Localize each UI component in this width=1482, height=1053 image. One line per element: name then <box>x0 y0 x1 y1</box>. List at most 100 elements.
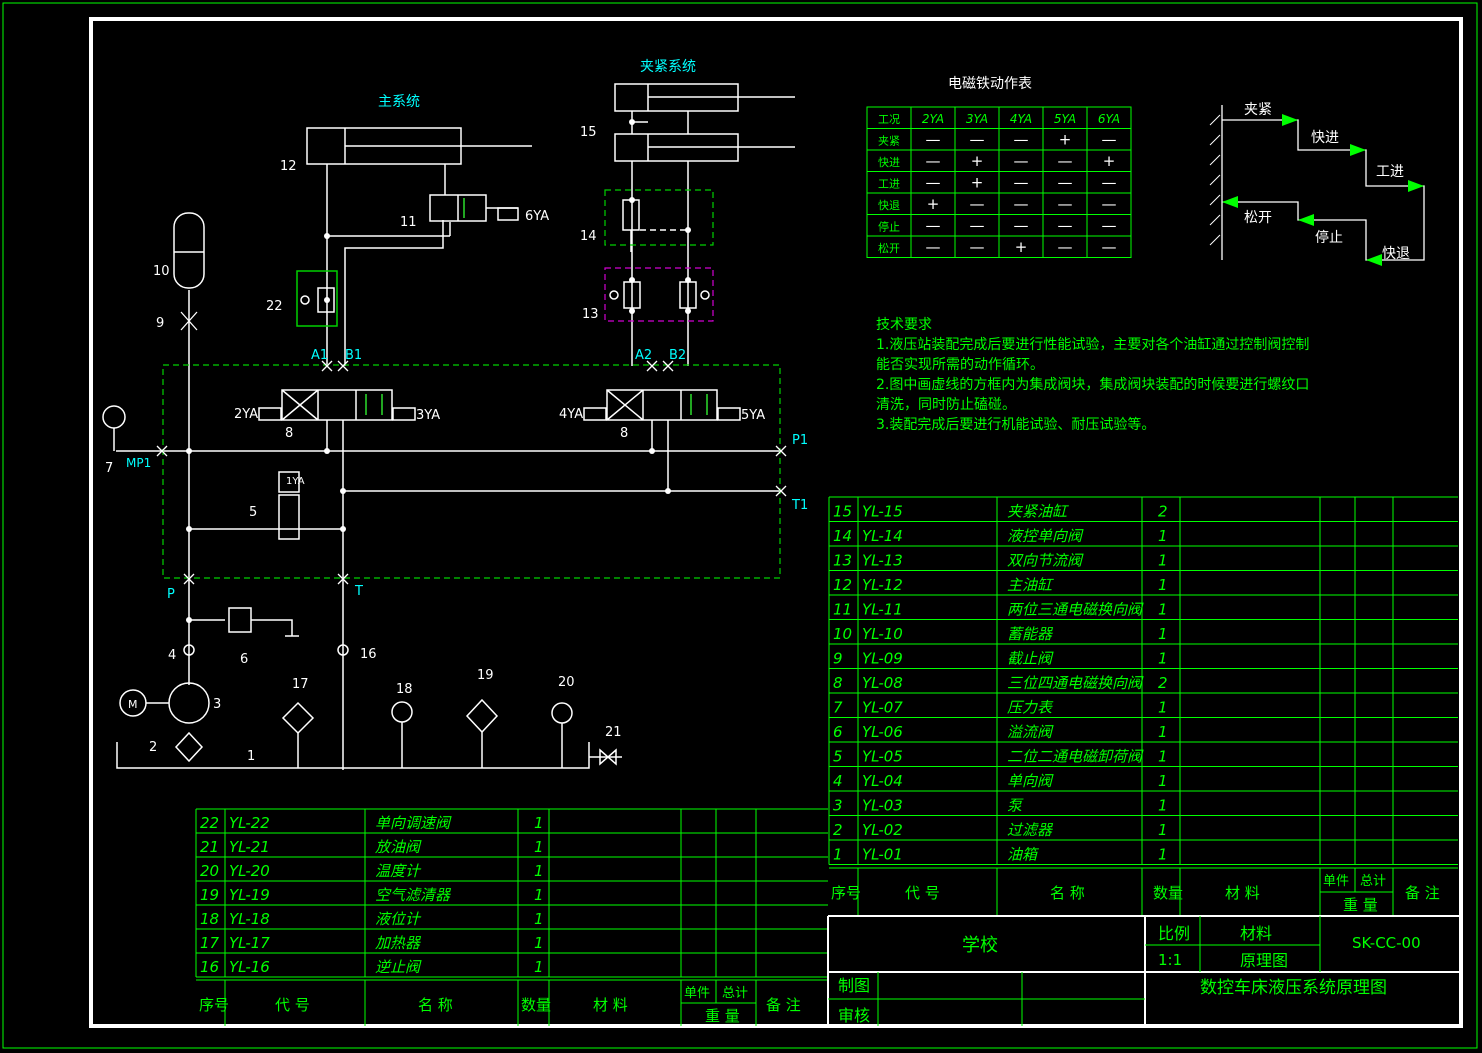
solenoid-table-cell: 快退 <box>878 199 900 212</box>
svg-text:6: 6 <box>240 652 248 667</box>
solenoid-table-cell: — <box>1102 195 1117 213</box>
solenoid-table-header-cell: 5YA <box>1054 112 1076 126</box>
bom-cell: 放油阀 <box>375 838 422 856</box>
solenoid-table-cell: — <box>1102 173 1117 191</box>
svg-text:重 量: 重 量 <box>1343 896 1378 914</box>
bom-cell: 3 <box>833 797 843 815</box>
bom-cell: 单向调速阀 <box>375 814 452 832</box>
bom-cell: 空气滤清器 <box>375 886 452 904</box>
svg-text:重 量: 重 量 <box>705 1007 740 1025</box>
material-label: 材料 <box>1240 924 1272 943</box>
bom-cell: 过滤器 <box>1007 821 1054 839</box>
solenoid-table-cell: — <box>1058 173 1073 191</box>
svg-text:7: 7 <box>105 461 113 476</box>
solenoid-table-header-cell: 工况 <box>878 113 900 126</box>
tech-req-line: 能否实现所需的动作循环。 <box>876 357 1044 373</box>
bom-cell: YL-05 <box>862 748 903 766</box>
svg-text:单件: 单件 <box>1323 874 1349 889</box>
port-labels: A1 B1 A2 B2 P1 T1 MP1 P T <box>126 348 808 602</box>
solenoid-table-header-cell: 3YA <box>966 112 988 126</box>
solenoid-table-cell: — <box>926 216 941 234</box>
svg-text:材 料: 材 料 <box>1225 884 1260 902</box>
bom-cell: 1 <box>1158 797 1168 815</box>
bom-cell: YL-09 <box>862 650 903 668</box>
solenoid-table-cell: — <box>1102 216 1117 234</box>
cycle-step-clamp: 夹紧 <box>1244 102 1272 118</box>
svg-text:总计: 总计 <box>1360 874 1386 889</box>
bom-cell: 1 <box>1158 650 1168 668</box>
drawing-code: SK-CC-00 <box>1352 934 1421 952</box>
solenoid-table-cell: — <box>970 130 985 148</box>
svg-text:B2: B2 <box>669 348 686 363</box>
svg-text:T1: T1 <box>791 498 808 513</box>
svg-text:数量: 数量 <box>1153 884 1183 902</box>
bom-cell: 1 <box>1158 527 1168 545</box>
svg-text:21: 21 <box>605 725 622 740</box>
bom-cell: 1 <box>1158 576 1168 594</box>
bom-cell: YL-02 <box>862 821 903 839</box>
bom-cell: 主油缸 <box>1007 576 1054 594</box>
bom-cell: YL-15 <box>862 503 903 521</box>
svg-text:12: 12 <box>280 159 297 174</box>
bom-cell: 1 <box>1158 821 1168 839</box>
svg-text:M: M <box>128 698 138 711</box>
bom-cell: YL-16 <box>229 958 270 976</box>
school-name: 学校 <box>962 935 998 956</box>
svg-text:6YA: 6YA <box>525 209 549 224</box>
solenoid-table-cell: — <box>1058 238 1073 256</box>
svg-text:5: 5 <box>249 505 257 520</box>
bom-cell: 液位计 <box>375 910 422 928</box>
bom-cell: YL-11 <box>862 601 903 619</box>
solenoid-table-cell: 停止 <box>878 219 900 233</box>
solenoid-table-cell: — <box>1102 130 1117 148</box>
svg-text:20: 20 <box>558 675 575 690</box>
drawing-type-label: 原理图 <box>1240 951 1288 970</box>
bom-cell: 7 <box>833 699 843 717</box>
tech-req-line: 3.装配完成后要进行机能试验、耐压试验等。 <box>876 416 1155 433</box>
scale-value: 1:1 <box>1158 951 1182 969</box>
solenoid-table-cell: — <box>1058 216 1073 234</box>
svg-text:名 称: 名 称 <box>1050 884 1085 902</box>
cycle-step-work-feed: 工进 <box>1376 164 1404 180</box>
solenoid-table-cell: — <box>926 152 941 170</box>
bom-cell: 1 <box>1158 723 1168 741</box>
svg-text:10: 10 <box>153 264 170 279</box>
scale-label: 比例 <box>1158 924 1190 943</box>
title-block: 学校 比例 1:1 材料 原理图 SK-CC-00 制图 审核 数控车床液压系统… <box>827 915 1461 1026</box>
bom-cell: 19 <box>200 886 219 904</box>
bom-cell: YL-20 <box>229 862 270 880</box>
bom-cell: 压力表 <box>1007 699 1054 717</box>
svg-text:15: 15 <box>580 125 597 140</box>
port-crosses <box>156 311 787 585</box>
cycle-diagram: 夹紧 快进 工进 快退 停止 松开 <box>1209 102 1425 266</box>
svg-text:14: 14 <box>580 229 597 244</box>
bom-cell: YL-21 <box>229 838 270 856</box>
bom-cell: 截止阀 <box>1007 650 1054 668</box>
tech-req-heading: 技术要求 <box>876 317 932 333</box>
clamp-system-title: 夹紧系统 <box>640 59 696 75</box>
bom-cell: 两位三通电磁换向阀 <box>1007 601 1144 619</box>
svg-text:2: 2 <box>149 740 157 755</box>
svg-text:A1: A1 <box>311 348 328 363</box>
solenoid-table-title: 电磁铁动作表 <box>948 76 1032 92</box>
bom-cell: 6 <box>833 723 843 741</box>
manifold-dashed <box>162 189 781 579</box>
tech-req-line: 清洗，同时防止磕碰。 <box>876 397 1016 413</box>
svg-text:代 号: 代 号 <box>275 996 310 1014</box>
bom-cell: 1 <box>534 934 544 952</box>
drawing-title: 数控车床液压系统原理图 <box>1200 978 1387 998</box>
svg-text:13: 13 <box>582 307 599 322</box>
bom-cell: 油箱 <box>1007 846 1040 864</box>
bom-cell: YL-10 <box>862 625 903 643</box>
svg-text:单件: 单件 <box>684 986 710 1001</box>
solenoid-table-cell: 快进 <box>878 156 900 169</box>
bom-cell: 双向节流阀 <box>1007 552 1084 570</box>
svg-text:9: 9 <box>156 316 164 331</box>
svg-text:T: T <box>354 584 363 599</box>
solenoid-table-cell: 夹紧 <box>878 134 900 147</box>
tech-req-line: 1.液压站装配完成后要进行性能试验，主要对各个油缸通过控制阀控制 <box>876 336 1309 353</box>
bom-cell: YL-03 <box>862 797 903 815</box>
